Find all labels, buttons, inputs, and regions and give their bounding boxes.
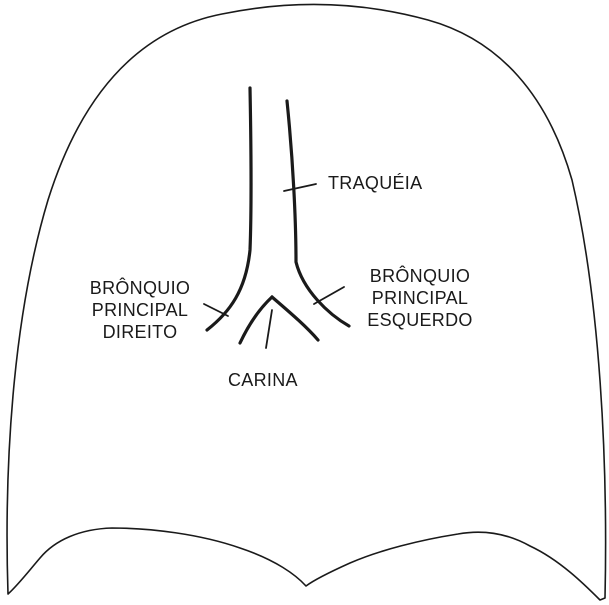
right-main-bronchus-label: BRÔNQUIO PRINCIPAL DIREITO (76, 277, 204, 343)
trachea-label-text: TRAQUÉIA (328, 173, 422, 193)
right-bronchus-label-line-1: BRÔNQUIO (76, 277, 204, 299)
trachea-right-wall (287, 101, 349, 326)
left-bronchus-label-line-3: ESQUERDO (352, 309, 488, 331)
left-bronchus-label-line-2: PRINCIPAL (352, 287, 488, 309)
right-bronchus-leader-line (204, 304, 228, 316)
carina-right-branch (272, 297, 318, 340)
carina-leader-line (266, 310, 272, 348)
left-bronchus-label-line-1: BRÔNQUIO (352, 265, 488, 287)
trachea-label: TRAQUÉIA (328, 172, 422, 194)
right-bronchus-label-line-2: PRINCIPAL (76, 299, 204, 321)
trachea-left-wall (207, 88, 251, 330)
left-main-bronchus-label: BRÔNQUIO PRINCIPAL ESQUERDO (352, 265, 488, 331)
trachea-leader-line (284, 184, 316, 191)
carina-label-text: CARINA (228, 370, 298, 390)
right-bronchus-label-line-3: DIREITO (76, 321, 204, 343)
left-bronchus-leader-line (314, 287, 344, 304)
carina-label: CARINA (228, 369, 298, 391)
